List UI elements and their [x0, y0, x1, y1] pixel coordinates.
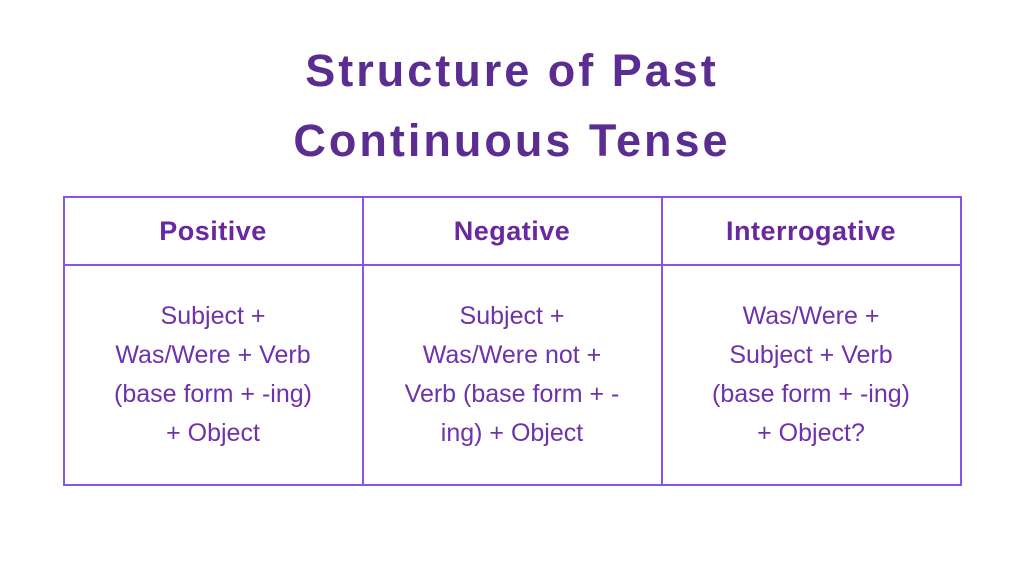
column-header-negative: Negative — [361, 196, 663, 266]
page-title-line-1: Structure of Past — [305, 45, 719, 96]
column-header-positive: Positive — [62, 196, 364, 266]
cell-negative-structure: Subject + Was/Were not + Verb (base form… — [361, 264, 663, 486]
page-title: Structure of Past Continuous Tense — [0, 0, 1024, 176]
tense-structure-table: Positive Negative Interrogative Subject … — [62, 196, 962, 486]
cell-positive-structure: Subject + Was/Were + Verb (base form + -… — [62, 264, 364, 486]
cell-interrogative-structure: Was/Were + Subject + Verb (base form + -… — [660, 264, 962, 486]
column-header-interrogative: Interrogative — [660, 196, 962, 266]
table-header-row: Positive Negative Interrogative — [62, 196, 962, 266]
page-title-line-2: Continuous Tense — [293, 115, 731, 166]
table-body-row: Subject + Was/Were + Verb (base form + -… — [62, 264, 962, 486]
